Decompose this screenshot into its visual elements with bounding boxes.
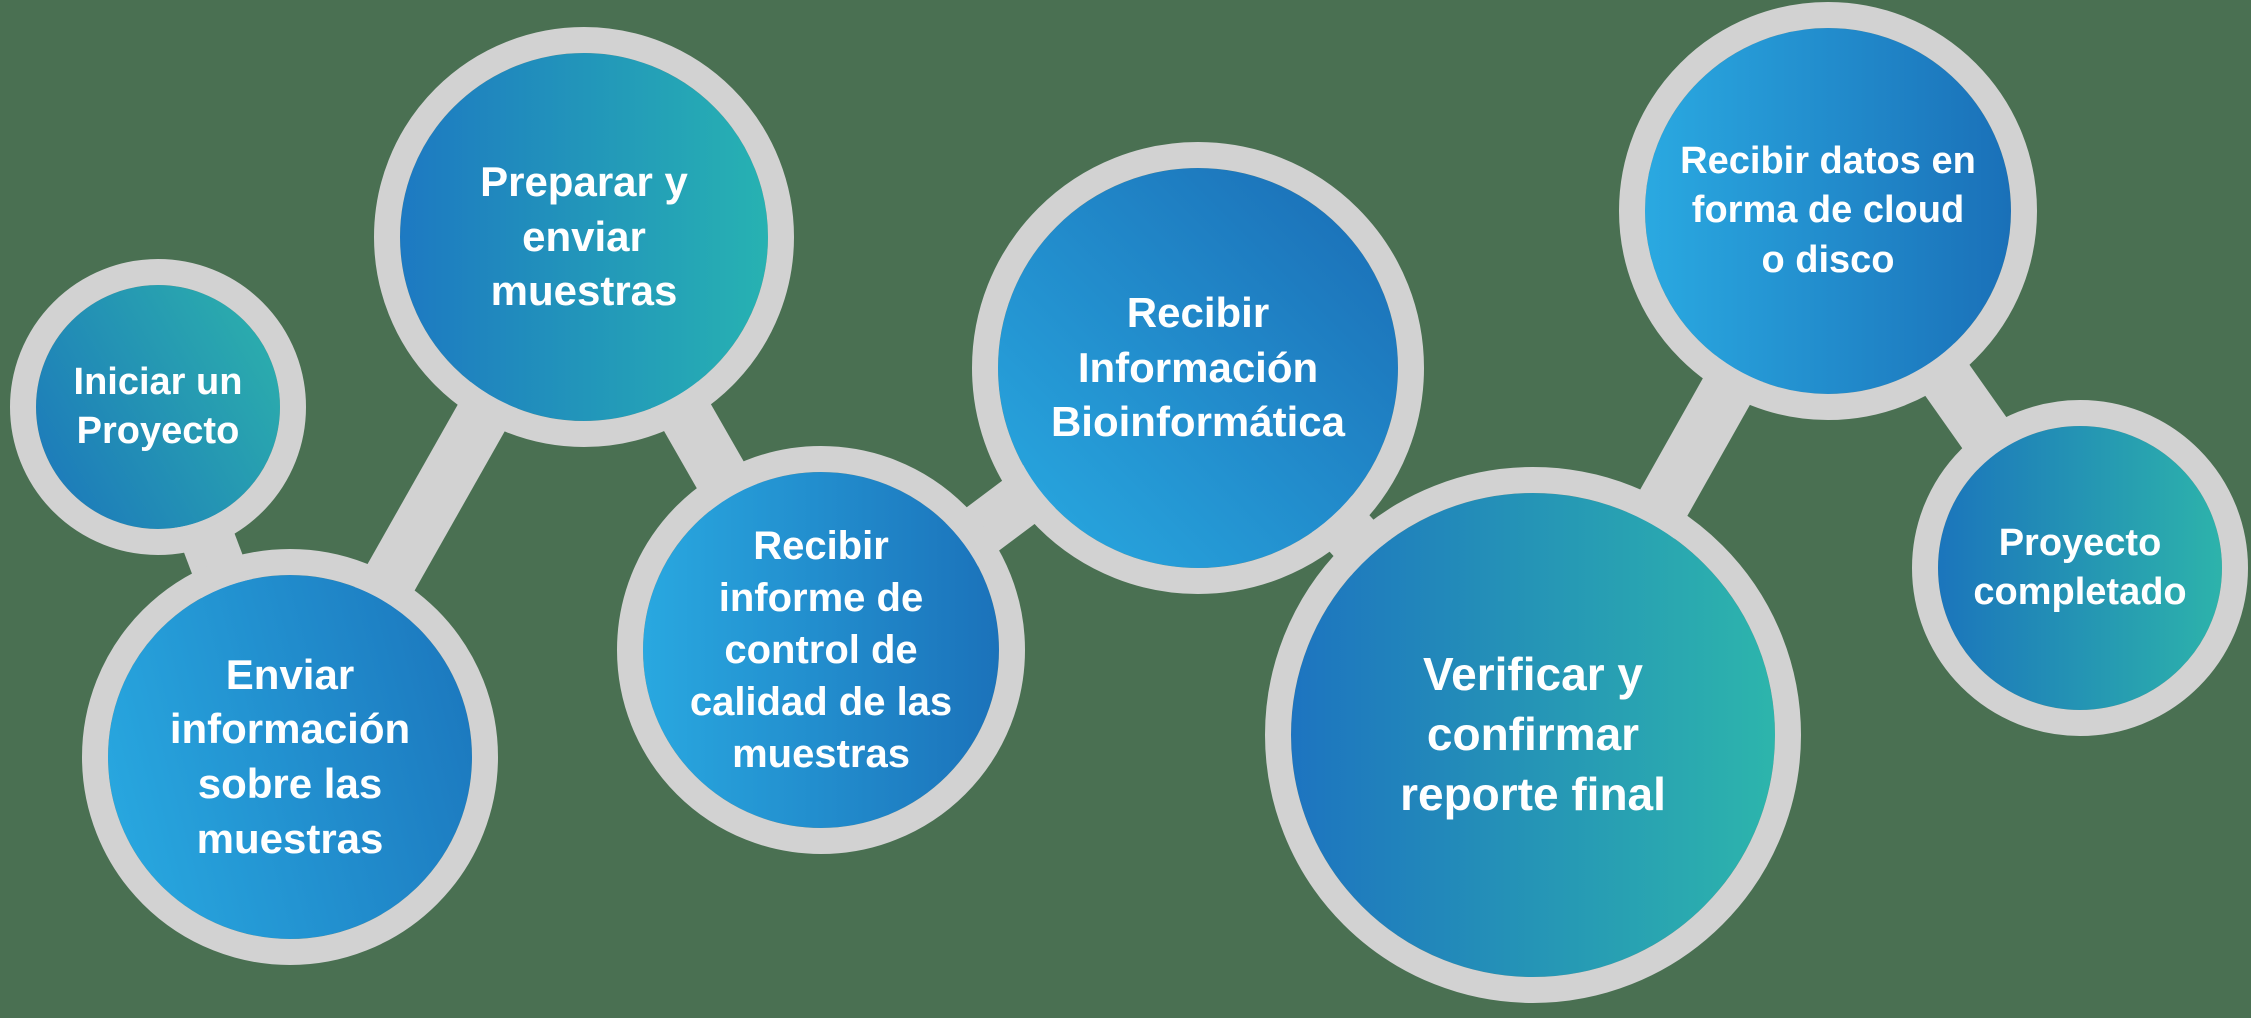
step-circle-proyecto-completado: Proyecto completado (1912, 400, 2248, 736)
step-circle-iniciar-proyecto: Iniciar un Proyecto (10, 259, 306, 555)
step-label: Iniciar un Proyecto (73, 360, 243, 452)
step-circle-recibir-informe-control-calidad: Recibir informe de control de calidad de… (617, 446, 1025, 854)
step-circle-recibir-datos-cloud-disco: Recibir datos en forma de cloud o disco (1619, 2, 2037, 420)
step-circle-recibir-informacion-bioinformatica: Recibir Información Bioinformática (972, 142, 1424, 594)
step-label: Preparar y enviar muestras (480, 158, 688, 315)
step-label: Verificar y confirmar reporte final (1400, 648, 1666, 820)
step-label: Enviar información sobre las muestras (169, 650, 411, 862)
step-label: Proyecto completado (1973, 521, 2187, 613)
step-circle-verificar-confirmar-reporte: Verificar y confirmar reporte final (1265, 467, 1801, 1003)
step-label: Recibir Información Bioinformática (1050, 289, 1346, 446)
step-label: Recibir datos en forma de cloud o disco (1680, 139, 1976, 281)
step-circle-enviar-informacion-muestras: Enviar información sobre las muestras (82, 549, 498, 965)
step-label: Recibir informe de control de calidad de… (689, 524, 953, 776)
step-circle-preparar-enviar-muestras: Preparar y enviar muestras (374, 27, 794, 447)
